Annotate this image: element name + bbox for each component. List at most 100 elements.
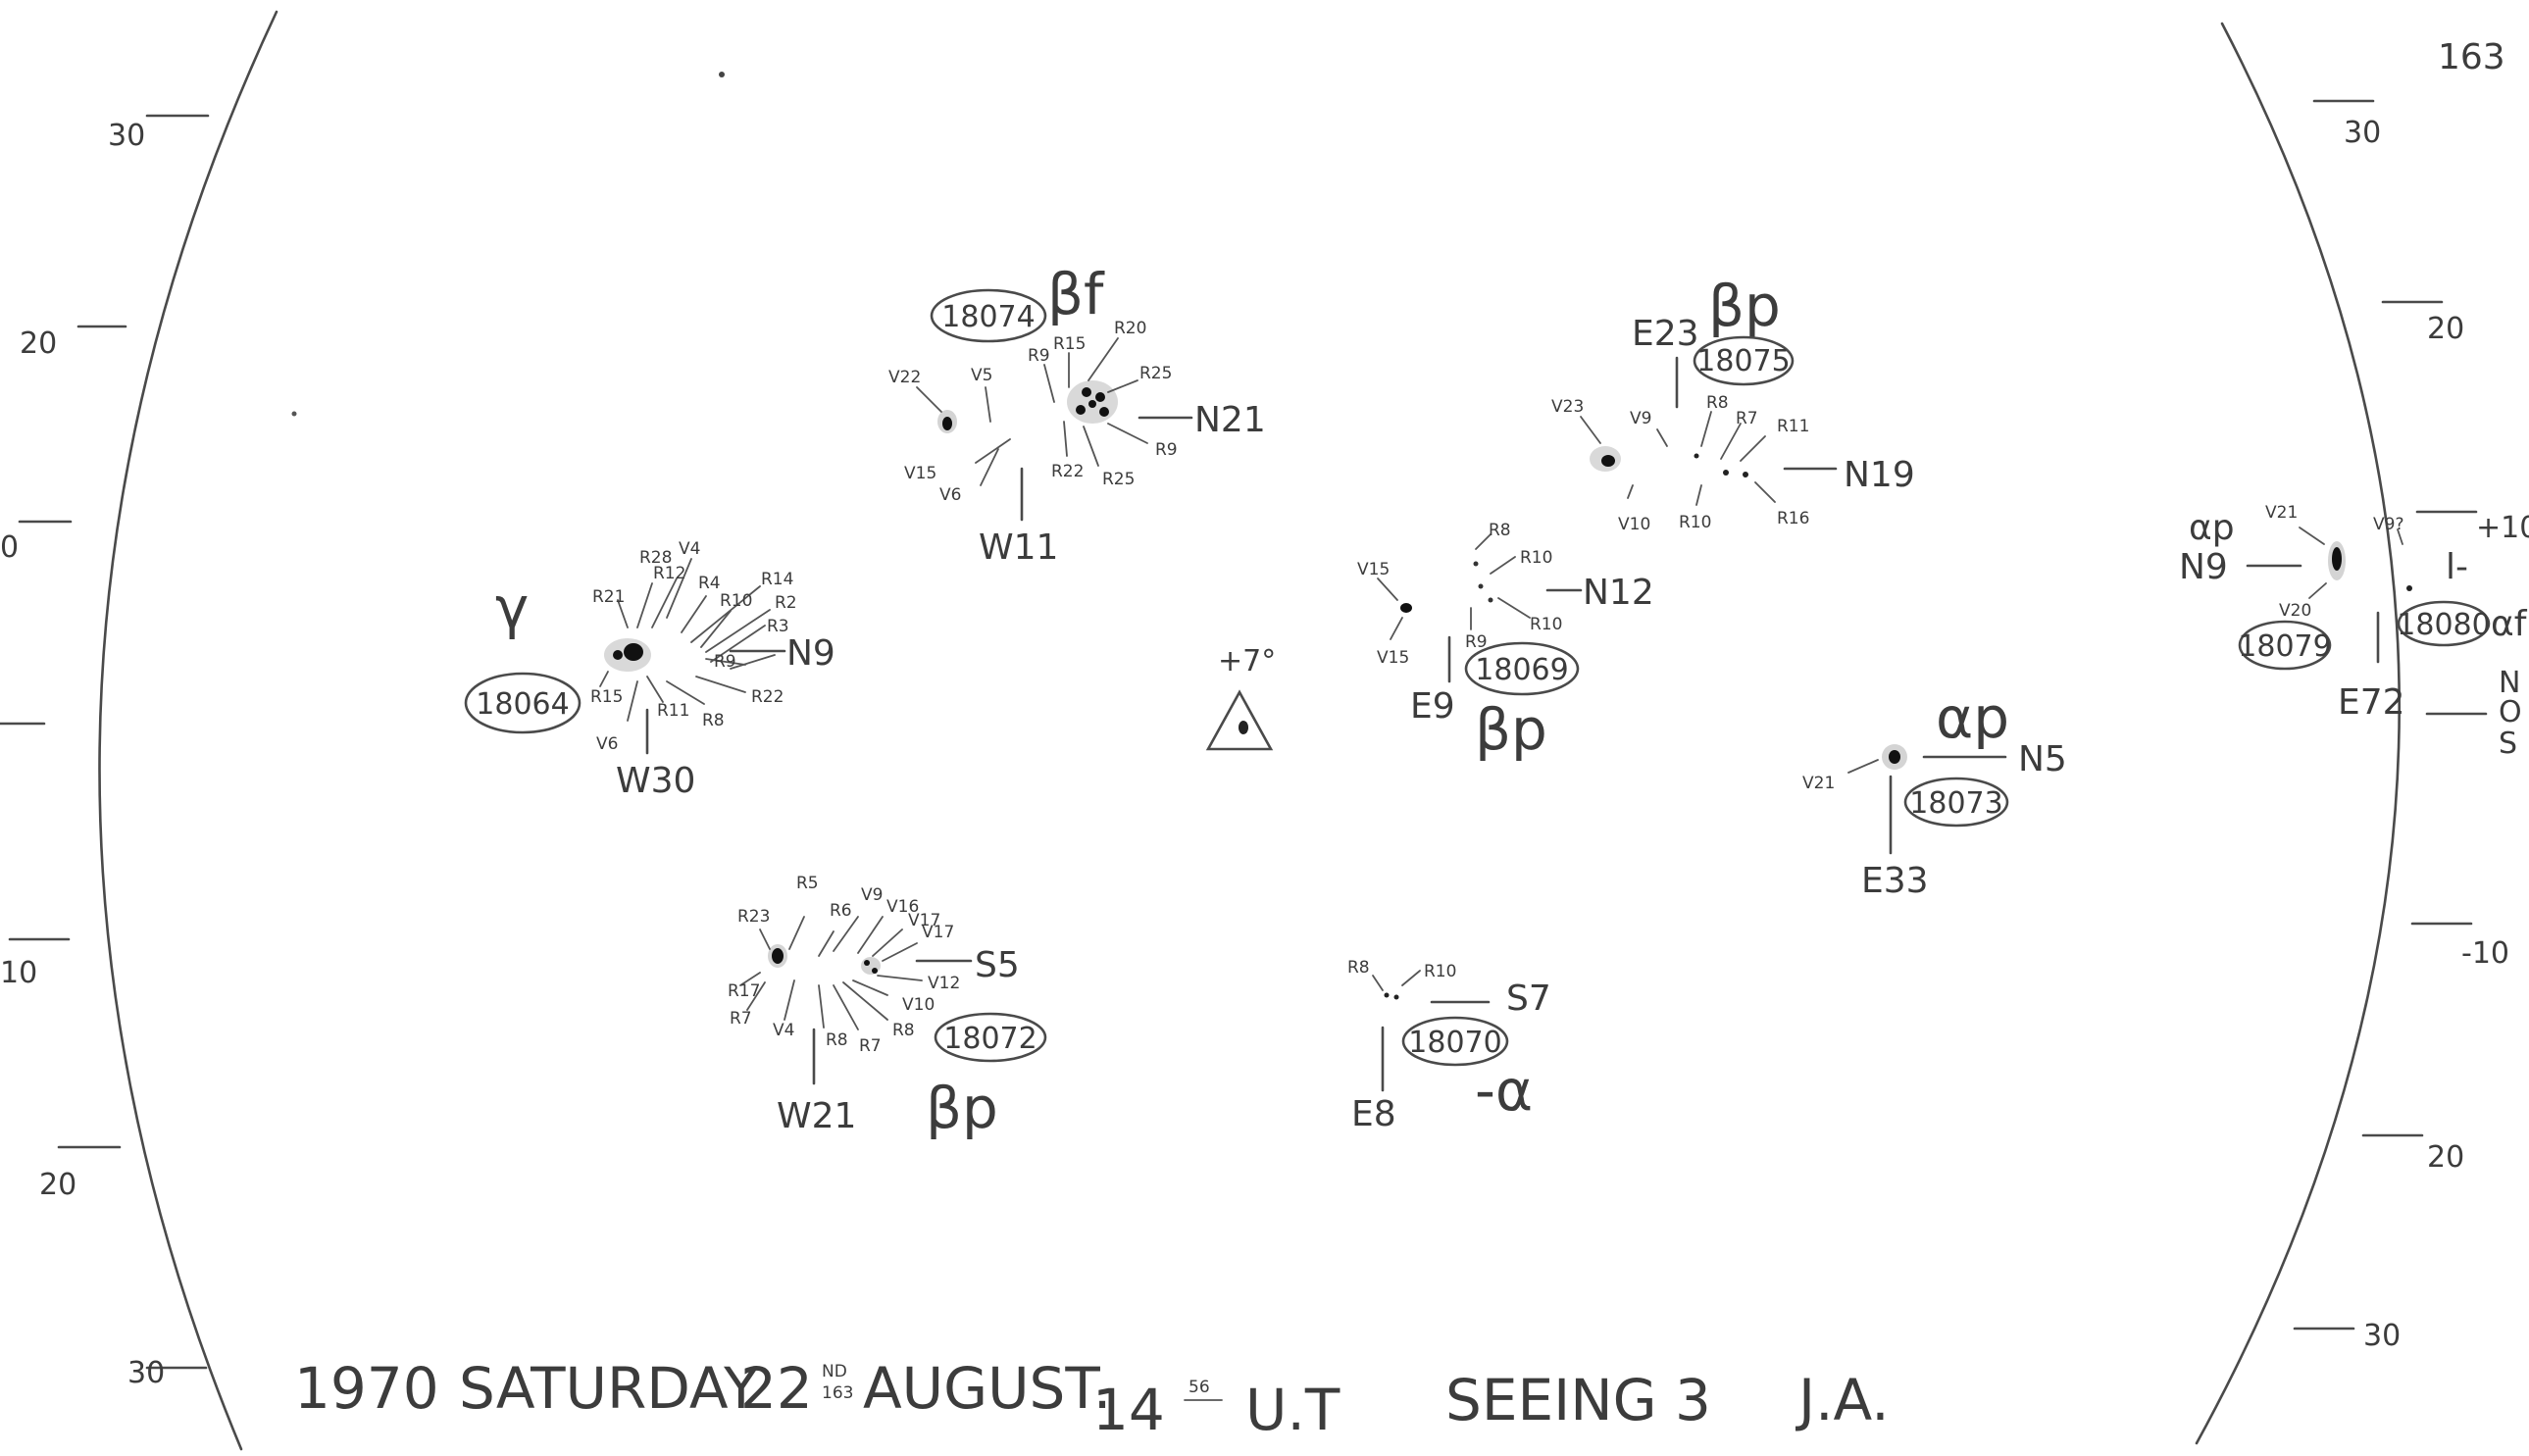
spot-label: V6	[596, 734, 618, 754]
longitude-label: E33	[1861, 861, 1929, 901]
group-number-oval	[1693, 335, 1795, 386]
umbra	[1400, 603, 1412, 613]
group-number: 18064	[476, 687, 569, 722]
left-latitude-scale	[0, 114, 210, 1370]
disk-center-marker: +7°	[1205, 644, 1276, 751]
spot-leader-lines	[916, 337, 1148, 486]
spot-label: R2	[775, 593, 797, 613]
spot-label: V5	[971, 366, 992, 385]
sunspot-group-18072: 18072 R23 R5 R6 V9 V16 V17 V17 R17 V12 R…	[728, 874, 1047, 1141]
spot-label: R12	[653, 564, 685, 583]
spot-label: R28	[639, 548, 672, 568]
penumbra	[861, 957, 881, 975]
spot-label: V15	[1357, 560, 1390, 579]
spot-leader-line	[1847, 759, 1879, 774]
spot-leader-line	[2299, 527, 2325, 545]
sunspot-group-18075: E23 βp 18075 V23 V9 R8 R7 R11 V10 R10 R1…	[1551, 273, 1915, 534]
group-number-oval	[1464, 641, 1580, 696]
footer-ut: U.T	[1245, 1377, 1340, 1443]
sunspot-group-18070: R8 R10 S7 18070 E8 -α	[1347, 958, 1551, 1134]
group-number-oval	[1401, 1016, 1509, 1067]
solar-limb-left	[98, 10, 278, 1451]
umbra	[1601, 455, 1615, 467]
longitude-label: E8	[1351, 1094, 1396, 1134]
spot-label: R6	[830, 901, 852, 921]
footer-year: 1970	[294, 1355, 439, 1422]
group-class: -α	[1475, 1057, 1533, 1124]
pore	[2406, 585, 2412, 591]
spot-label: V20	[2279, 601, 2311, 621]
group-class: αp	[2189, 508, 2235, 548]
sunspot-group-18079: αp N9 V21 V20 18079 E72	[2179, 503, 2405, 723]
umbra	[864, 960, 870, 966]
right-edge-letter: S	[2499, 727, 2517, 761]
pore	[1393, 994, 1399, 1000]
footer-seeing: SEEING 3	[1445, 1367, 1711, 1433]
group-class: αf	[2491, 604, 2528, 644]
footer-rotation: 163	[822, 1383, 853, 1403]
latitude-label: S5	[975, 945, 1020, 985]
spot-label: R15	[590, 687, 623, 707]
spot-label: R10	[720, 591, 752, 611]
latitude-label: N21	[1194, 400, 1266, 440]
umbra	[1082, 387, 1091, 397]
left-scale-label: 30	[108, 119, 145, 153]
page-number: 163	[2438, 37, 2505, 77]
spot-leader-line	[1401, 970, 1421, 986]
spot-leader-lines	[1580, 411, 1776, 506]
spot-leader-line	[2308, 582, 2327, 599]
longitude-label: E23	[1632, 314, 1699, 354]
pore	[1488, 597, 1493, 603]
longitude-label: E72	[2338, 682, 2405, 723]
umbra	[1099, 407, 1109, 417]
spot-label: V9	[861, 885, 883, 905]
spot-label: V15	[904, 464, 936, 483]
group-number-oval	[1903, 777, 2009, 828]
longitude-label: W21	[777, 1096, 856, 1136]
latitude-label: S7	[1506, 979, 1551, 1019]
stray-dot	[719, 72, 725, 77]
observation-footer: 1970 SATURDAY 22 ND 163 AUGUST. 14 56 U.…	[294, 1355, 1890, 1443]
solar-limb-right	[2195, 22, 2401, 1445]
spot-label: R9	[714, 652, 736, 672]
spot-label: R9	[1465, 632, 1488, 652]
right-edge-letter: N	[2499, 666, 2520, 700]
spot-label: R9	[1028, 346, 1050, 366]
umbra	[872, 968, 878, 974]
latitude-label: N9	[786, 633, 835, 674]
spot-leader-line	[1372, 975, 1384, 991]
sunspot-group-18080: V9? l- 18080 αf	[2373, 515, 2528, 647]
spot-label: R11	[1777, 417, 1809, 436]
group-class: αp	[1936, 684, 2009, 751]
umbra	[613, 650, 623, 660]
umbra	[942, 417, 952, 430]
spot-label: V9	[1630, 409, 1651, 428]
left-latitude-labels: 30 20 0 10 20 30	[0, 119, 165, 1390]
footer-hour: 14	[1092, 1377, 1165, 1443]
spot-label: R8	[826, 1030, 848, 1050]
spot-label: V21	[1802, 774, 1835, 793]
left-scale-label: 10	[0, 956, 37, 990]
right-scale-label: 30	[2363, 1319, 2401, 1353]
spot-label: R8	[702, 711, 725, 730]
spot-label: R16	[1777, 509, 1809, 528]
center-triangle	[1205, 689, 1274, 751]
latitude-label: N19	[1844, 455, 1915, 495]
sunspot-group-18069: 18069 V15 R8 R10 R10 R9 V15 N12 E9 βp	[1357, 521, 1654, 763]
spot-label: R20	[1114, 319, 1146, 338]
sunspot-group-18073: αp 18073 V21 N5 E33	[1802, 684, 2067, 901]
group-number-oval	[930, 288, 1047, 343]
left-scale-label: 0	[0, 530, 19, 565]
latitude-label: N9	[2179, 547, 2228, 587]
spot-leader-lines	[599, 558, 776, 722]
spot-leader-line	[2397, 528, 2403, 545]
right-scale-label: 20	[2427, 1140, 2464, 1175]
spot-label: R4	[698, 574, 721, 593]
group-number-oval	[934, 1012, 1047, 1063]
spot-label: V4	[679, 539, 700, 559]
group-class: βp	[1708, 273, 1781, 339]
spot-label: R10	[1424, 962, 1456, 981]
latitude-label: N5	[2018, 739, 2067, 779]
right-scale-label: 20	[2427, 312, 2464, 346]
